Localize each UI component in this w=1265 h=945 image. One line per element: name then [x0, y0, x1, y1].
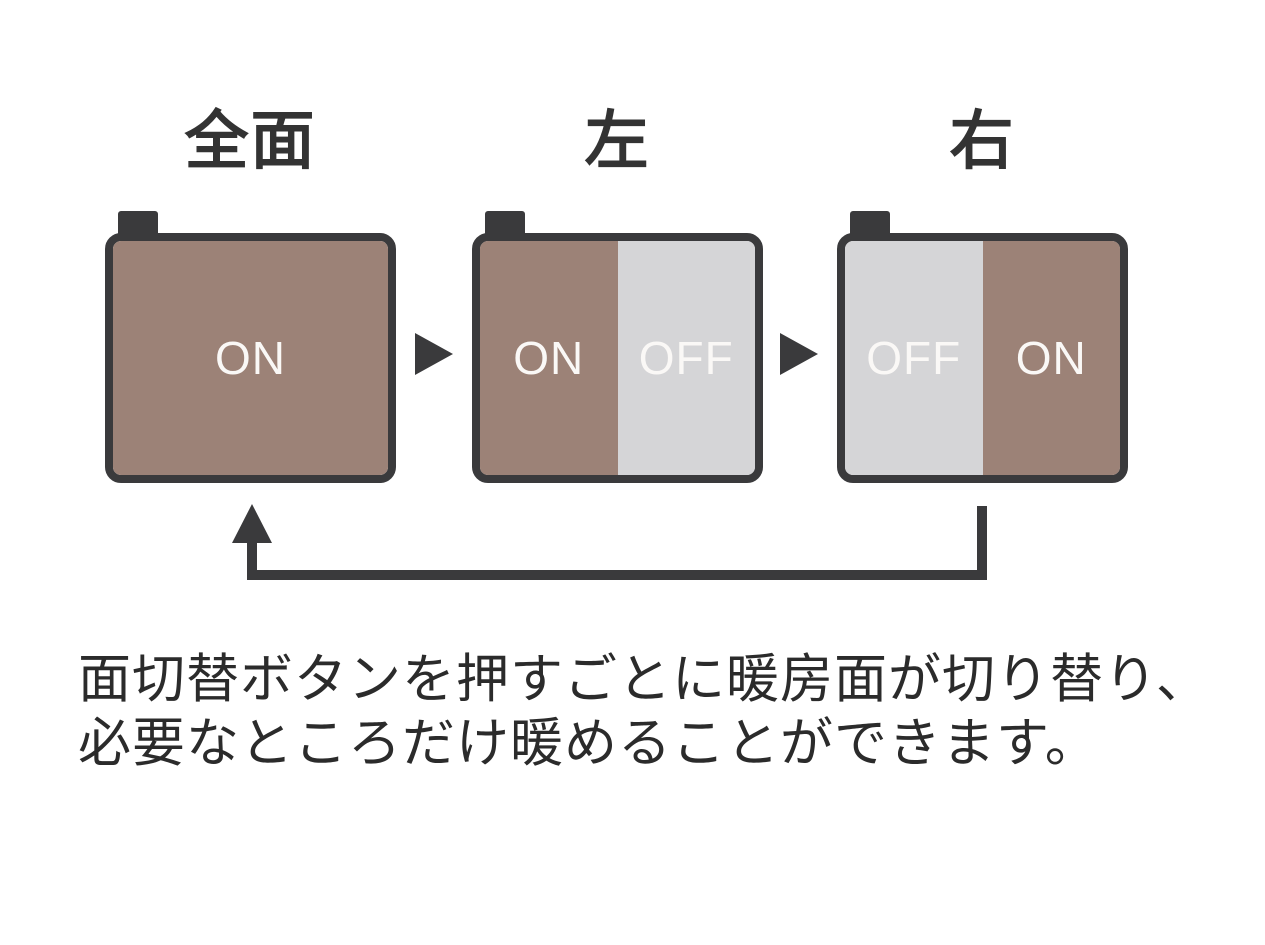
panel-label-left: 左 — [584, 105, 651, 177]
panel-label-right: 右 — [949, 105, 1016, 177]
panel-label-full: 全面 — [184, 105, 317, 177]
heating-panel-left: ON OFF — [472, 233, 763, 483]
state-group-left: 左 ON OFF — [472, 100, 763, 490]
panel-segment-off: OFF — [845, 241, 983, 475]
caption: 面切替ボタンを押すごとに暖房面が切り替り、 必要なところだけ暖めることができます… — [78, 648, 1210, 776]
heating-panel-full: ON — [105, 233, 396, 483]
state-group-full: 全面 ON — [105, 100, 396, 490]
caption-line-1: 面切替ボタンを押すごとに暖房面が切り替り、 — [78, 650, 1210, 709]
right-arrow-icon — [415, 333, 453, 375]
panel-segment-on: ON — [480, 241, 618, 475]
panel-segment-on: ON — [982, 241, 1120, 475]
right-arrow-icon — [780, 333, 818, 375]
heating-panel-right: OFF ON — [837, 233, 1128, 483]
panel-segment-on: ON — [113, 241, 388, 475]
caption-line-2: 必要なところだけ暖めることができます。 — [78, 714, 1099, 773]
panel-segment-off: OFF — [617, 241, 755, 475]
state-group-right: 右 OFF ON — [837, 100, 1128, 490]
